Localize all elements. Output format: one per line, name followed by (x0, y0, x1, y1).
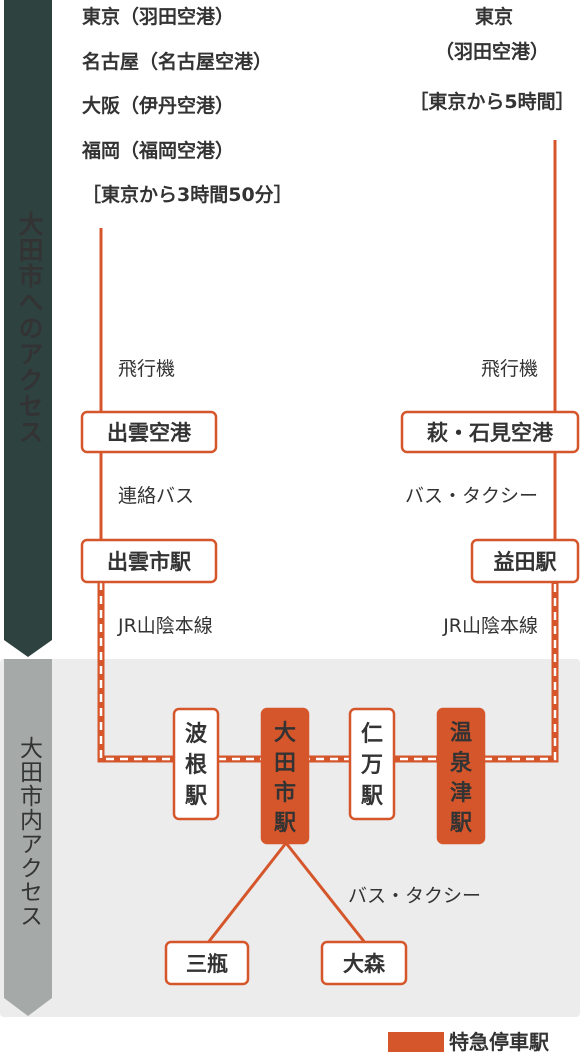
route-line-to-omori (284, 842, 368, 945)
station-label-char: 市 (274, 780, 296, 806)
station-label-char: 温 (450, 721, 472, 746)
destination-omori: 大森 (320, 940, 408, 986)
station-label-char: 駅 (274, 811, 296, 836)
segment-label-left-bus: 連絡バス (118, 485, 194, 507)
station-label-char: 根 (185, 753, 207, 778)
station-hane: 波 根 駅 (172, 707, 220, 821)
station-label-char: 駅 (185, 784, 207, 809)
segment-label-left-rail: JR山陰本線 (117, 615, 213, 637)
station-label-char: 駅 (450, 811, 472, 836)
destination-sanbe: 三瓶 (164, 940, 250, 986)
route-line-to-sanbe (205, 842, 288, 945)
station-masuda: 益田駅 (470, 538, 580, 584)
legend-swatch (388, 1032, 444, 1052)
inside-access-band (4, 659, 52, 1016)
origin-right-line: （羽田空港） (435, 40, 549, 63)
railway-track-dashes (99, 582, 557, 761)
station-label-char: 津 (450, 780, 472, 806)
station-izumo-airport: 出雲空港 (80, 410, 218, 454)
station-label-char: 大 (274, 721, 296, 746)
station-izumoshi: 出雲市駅 (80, 538, 218, 584)
segment-label-inner-bus: バス・タクシー (348, 885, 481, 907)
origin-left-line: 名古屋（名古屋空港） (82, 50, 272, 73)
station-label-char: 万 (360, 753, 383, 778)
station-label-char: 駅 (361, 784, 383, 809)
station-yunotsu: 温 泉 津 駅 (436, 707, 486, 845)
legend-label: 特急停車駅 (449, 1030, 549, 1054)
origins-left: 東京（羽田空港） 名古屋（名古屋空港） 大阪（伊丹空港） 福岡（福岡空港） ［東… (81, 5, 293, 206)
origin-left-line: 福岡（福岡空港） (81, 139, 234, 162)
origins-right: 東京 （羽田空港） ［東京から5時間］ (409, 5, 574, 113)
inside-access-band-label: 大田市内アクセス (16, 736, 44, 928)
station-label: 萩・石見空港 (427, 421, 554, 445)
outside-access-band-label: 大田市へのアクセス (15, 211, 44, 445)
origin-left-line: 東京（羽田空港） (82, 5, 234, 28)
destination-label: 大森 (343, 952, 386, 976)
route-lines (99, 140, 557, 945)
jr-railway (97, 582, 559, 763)
segment-label-right-flight: 飛行機 (481, 358, 538, 380)
origin-left-line: 大阪（伊丹空港） (82, 94, 234, 117)
station-label: 益田駅 (494, 550, 558, 574)
station-odashi: 大 田 市 駅 (260, 707, 310, 845)
segment-label-right-rail: JR山陰本線 (442, 615, 538, 637)
origin-right-line: 東京 (475, 5, 513, 28)
station-nima: 仁 万 駅 (348, 707, 396, 821)
legend: 特急停車駅 (388, 1030, 549, 1054)
destination-label: 三瓶 (186, 952, 228, 976)
station-label-char: 泉 (450, 750, 473, 776)
origin-left-line: ［東京から3時間50分］ (82, 183, 293, 206)
station-label: 出雲市駅 (107, 550, 192, 574)
station-label: 出雲空港 (107, 421, 192, 445)
station-hagi-iwami-airport: 萩・石見空港 (400, 410, 580, 454)
station-label-char: 波 (185, 722, 208, 747)
origin-right-line: ［東京から5時間］ (409, 90, 574, 113)
outside-access-band (4, 0, 52, 657)
segment-label-right-bus: バス・タクシー (405, 485, 538, 507)
segment-label-left-flight: 飛行機 (118, 358, 175, 380)
station-label-char: 田 (274, 751, 296, 776)
station-label-char: 仁 (361, 721, 383, 747)
